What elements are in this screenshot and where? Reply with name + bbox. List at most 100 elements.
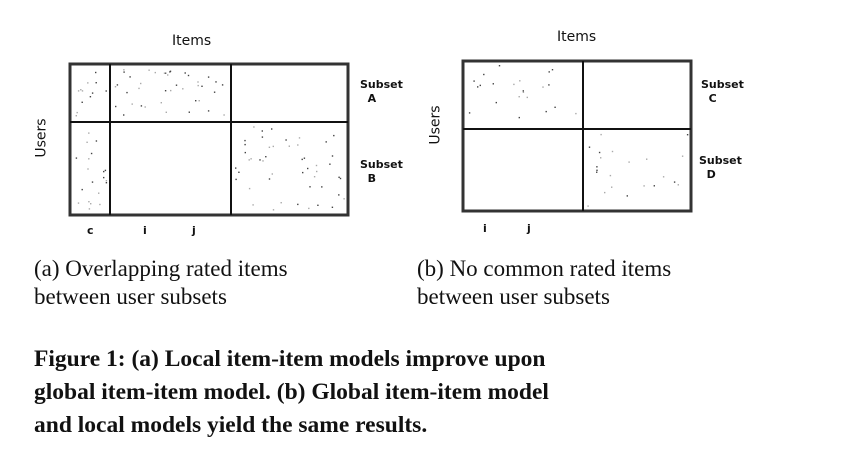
figure-caption-line3: and local models yield the same results. [34, 412, 428, 438]
rating-dot [285, 139, 287, 141]
rating-dot [167, 74, 169, 76]
column-label-j: j [192, 224, 196, 237]
rating-dot [88, 208, 91, 210]
rating-dot [280, 202, 282, 204]
rating-dot [91, 92, 94, 94]
rating-dot [479, 84, 481, 87]
rating-dot [309, 186, 311, 188]
rating-dot [126, 91, 128, 94]
rating-dot [88, 158, 90, 160]
rating-dot [596, 169, 598, 171]
rating-dot [492, 83, 494, 85]
subset-word: Subset [699, 154, 742, 167]
rating-dot [213, 91, 216, 93]
rating-dot [95, 71, 97, 74]
rating-dot [271, 128, 273, 130]
rating-dot [253, 126, 255, 128]
rating-dot [526, 96, 528, 99]
rating-dot [473, 80, 475, 82]
rating-dot [98, 192, 100, 194]
rating-dot [551, 69, 554, 71]
rating-dot [123, 71, 125, 73]
rating-dot [235, 178, 237, 181]
rating-dot [154, 71, 156, 74]
rating-dot [95, 82, 97, 84]
rating-dot [165, 111, 167, 113]
rating-dot [244, 143, 246, 146]
rating-dot [105, 182, 108, 184]
rating-dot [643, 185, 645, 187]
rating-dot [609, 174, 612, 177]
rating-dot [95, 140, 98, 142]
rating-dot [548, 71, 550, 73]
rating-dot [600, 133, 602, 136]
rating-dot [86, 141, 88, 143]
rating-dot [288, 145, 290, 147]
rating-dot [545, 110, 547, 113]
rating-dot [325, 141, 327, 143]
rating-dot [197, 84, 199, 87]
rating-dot [164, 72, 167, 74]
rating-dot [89, 96, 92, 98]
rating-dot [201, 85, 203, 87]
rating-dot [91, 181, 94, 183]
rating-dot [114, 86, 117, 88]
subset-word: Subset [360, 78, 403, 91]
rating-dot [646, 158, 648, 160]
rating-dot [554, 106, 556, 108]
rating-dot [265, 156, 267, 158]
rating-dot [611, 150, 614, 153]
subset-b-label: Subset B [360, 158, 403, 186]
rating-dot [188, 111, 190, 113]
diagram-a-matrix [68, 62, 350, 217]
rating-dot [77, 202, 80, 204]
rating-dot [198, 100, 200, 102]
rating-dot [103, 170, 105, 173]
rating-dot [575, 112, 577, 115]
rating-dot [164, 90, 167, 92]
rating-dot [223, 114, 225, 116]
rating-dot [268, 146, 271, 148]
rating-dot [81, 101, 83, 103]
rating-dot [140, 105, 143, 107]
rating-dot [588, 146, 591, 148]
column-label-i: i [143, 224, 147, 237]
rating-dot [268, 178, 271, 180]
rating-dot [184, 72, 186, 74]
diagram-b-x-label: Items [557, 29, 597, 45]
rating-dot [90, 152, 93, 155]
rating-dot [248, 159, 250, 161]
rating-dot [600, 157, 602, 159]
rating-dot [272, 145, 274, 148]
rating-dot [160, 102, 162, 104]
rating-dot [129, 76, 131, 78]
rating-dot [105, 90, 107, 92]
rating-dot [587, 205, 589, 207]
subset-letter: D [706, 168, 716, 181]
rating-dot [662, 176, 665, 178]
rating-dot [244, 139, 246, 142]
rating-dot [238, 171, 240, 173]
rating-dot [333, 134, 335, 137]
rating-dot [331, 155, 334, 157]
column-label-j: j [527, 222, 531, 235]
rating-dot [90, 203, 92, 205]
rating-dot [131, 103, 133, 105]
rating-dot [262, 160, 264, 162]
rating-dot [195, 100, 197, 102]
rating-dot [140, 82, 142, 85]
subset-d-label: Subset D [699, 154, 742, 182]
rating-dot [681, 155, 684, 157]
rating-dot [259, 159, 261, 161]
rating-dot [611, 186, 613, 188]
rating-dot [207, 76, 210, 78]
subset-letter: B [367, 172, 377, 185]
rating-dot [522, 91, 525, 93]
rating-dot [215, 81, 217, 83]
diagram-a-x-label: Items [172, 33, 212, 49]
diagram-b-matrix [461, 59, 693, 213]
figure-caption-line2: global item-item model. (b) Global item-… [34, 379, 549, 405]
rating-dot [315, 164, 318, 167]
rating-dot [317, 204, 319, 206]
